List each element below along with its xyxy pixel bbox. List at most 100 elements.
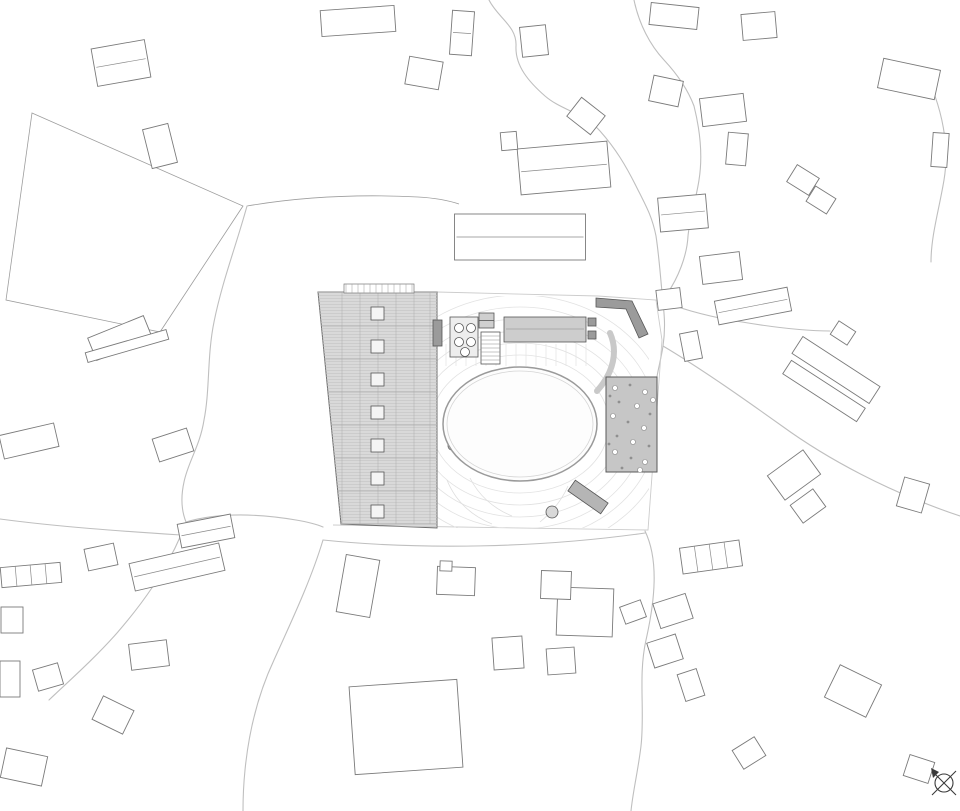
building-footprint (128, 542, 226, 592)
road (181, 205, 248, 523)
oval-lawn (442, 366, 598, 482)
roof-tree (612, 385, 618, 391)
building-footprint (491, 635, 525, 671)
skylight (370, 339, 385, 354)
building-footprint (449, 9, 475, 57)
roof-tree (641, 425, 647, 431)
ground-contour (539, 485, 569, 523)
building-footprint (0, 422, 60, 460)
building-footprint (930, 132, 950, 168)
building-footprint (83, 542, 119, 572)
building-footprint (655, 287, 683, 311)
building-footprint (348, 678, 464, 776)
roof-tree (612, 449, 618, 455)
building-footprint (90, 39, 152, 87)
building-footprint (676, 668, 706, 702)
building-footprint (805, 185, 837, 215)
ground-contour (469, 477, 513, 517)
compass-ring (934, 773, 954, 793)
roof-dot (626, 420, 630, 424)
hatched-building (317, 283, 438, 529)
roof-dot (648, 412, 652, 416)
elbow-canopy (595, 297, 649, 339)
roof-tree (634, 403, 640, 409)
building-footprint (436, 565, 476, 597)
roof-tree (642, 459, 648, 465)
road (488, 0, 663, 293)
oval-inner-ring (446, 370, 594, 478)
building-footprint (789, 488, 827, 524)
building-footprint (0, 561, 63, 589)
road (663, 301, 831, 332)
building-footprint (782, 359, 866, 423)
service-bar (432, 319, 443, 347)
roof-dot (617, 400, 621, 404)
building-footprint (31, 662, 65, 692)
building-footprint (829, 320, 857, 346)
building-footprint (823, 664, 883, 718)
building-footprint (766, 449, 822, 501)
building-footprint (657, 193, 709, 233)
tank (466, 323, 476, 333)
roof-dot (620, 466, 624, 470)
building-footprint (319, 4, 397, 38)
building-footprint (678, 539, 744, 575)
site-boundary (332, 291, 663, 531)
building-footprint (0, 606, 24, 634)
building-footprint (678, 330, 704, 362)
building-footprint (740, 11, 778, 41)
building-footprint (545, 646, 577, 676)
building-footprint (128, 639, 170, 671)
curved-walkway (594, 330, 617, 394)
skylight (370, 438, 385, 453)
building-footprint (454, 213, 586, 261)
building-footprint (698, 251, 744, 285)
parcel-outline (246, 195, 460, 207)
building-footprint (725, 131, 749, 167)
oval-outline (442, 366, 598, 482)
road (242, 539, 324, 811)
site-complex (317, 283, 663, 531)
roof-tree (637, 467, 643, 473)
ramp (567, 479, 609, 515)
building-footprint (0, 747, 49, 787)
building-footprint (652, 592, 694, 630)
tank (454, 323, 464, 333)
building-footprint (791, 335, 881, 405)
buildings-layer (0, 2, 950, 787)
end-block (587, 317, 597, 327)
building-footprint (176, 513, 236, 549)
roof-dot (628, 383, 632, 387)
ground-contour (446, 479, 493, 525)
parcel-outline (5, 112, 244, 333)
road (185, 514, 324, 528)
skylight (370, 504, 385, 519)
skylight (370, 471, 385, 486)
building-footprint (648, 74, 684, 108)
building-footprint (713, 286, 793, 326)
road (630, 530, 655, 811)
roof-tree (610, 413, 616, 419)
roof-dot (647, 444, 651, 448)
roof-tree (630, 439, 636, 445)
building-footprint (404, 55, 444, 91)
building-footprint (516, 140, 612, 196)
building-footprint (335, 553, 381, 619)
road (633, 0, 702, 295)
skylight (370, 306, 385, 321)
building-footprint (499, 130, 519, 152)
roof-dot (608, 394, 612, 398)
tank (454, 337, 464, 347)
road (0, 518, 182, 536)
building-footprint (519, 24, 549, 58)
end-block (587, 330, 597, 340)
tank (466, 337, 476, 347)
building-footprint (895, 476, 931, 514)
dotted-roof-building (605, 376, 658, 473)
dotted-roof (605, 376, 658, 473)
building-footprint (731, 736, 767, 770)
skylight (370, 405, 385, 420)
building-footprint (91, 695, 135, 735)
building-footprint (646, 633, 684, 669)
